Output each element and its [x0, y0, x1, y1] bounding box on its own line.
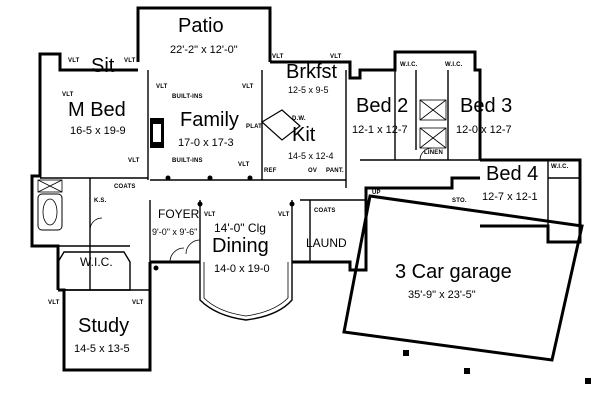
fireplace-opening — [153, 124, 161, 142]
dw-note: D.W. — [292, 116, 306, 122]
dining-dims: 14-0 x 19-0 — [214, 263, 270, 275]
pant-note: PANT. — [326, 168, 344, 174]
mbed-dims: 16-5 x 19-9 — [70, 125, 126, 137]
bed2-dims: 12-1 x 12-7 — [352, 124, 408, 136]
mbed-label: M Bed — [68, 99, 126, 121]
study-label: Study — [78, 315, 130, 337]
built-ins-note-2: BUILT-INS — [172, 158, 203, 164]
columns — [153, 175, 295, 271]
patio-label: Patio — [178, 15, 224, 37]
sit-label: Sit — [91, 55, 115, 77]
vlt-note-13: VLT — [132, 300, 144, 306]
vlt-note-3: VLT — [62, 92, 74, 98]
foyer-label: FOYER — [158, 207, 200, 221]
kit-dims: 14-5 x 12-4 — [288, 151, 334, 161]
bathtub — [37, 193, 63, 231]
bed3-label: Bed 3 — [460, 95, 513, 117]
garage-dims: 35'-9" x 23'-5" — [408, 289, 476, 301]
bathtub-basin — [42, 198, 58, 226]
kit-label: Kit — [292, 124, 316, 146]
bed3-dims: 12-0 x 12-7 — [456, 124, 512, 136]
dining-ceiling: 14'-0" Clg — [214, 221, 266, 235]
ref-note: REF — [264, 168, 277, 174]
brkfst-dims: 12-5 x 9-5 — [288, 85, 329, 95]
vlt-note-4: VLT — [128, 158, 140, 164]
wic-note-bed2: W.I.C. — [400, 62, 418, 68]
built-ins-note-1: BUILT-INS — [172, 94, 203, 100]
wic-note-bed3: W.I.C. — [445, 62, 463, 68]
ov-note: OV — [308, 168, 318, 174]
vlt-note-5: VLT — [156, 84, 168, 90]
master-wic-label: W.I.C. — [80, 255, 113, 269]
laund-label: LAUND — [306, 236, 347, 250]
vlt-note-7: VLT — [238, 162, 250, 168]
garage-walls — [342, 194, 584, 362]
vlt-note-12: VLT — [48, 300, 60, 306]
cabinets — [37, 99, 447, 193]
coats-note-2: COATS — [314, 208, 336, 214]
bed4-dims: 12-7 x 12-1 — [482, 191, 538, 203]
patio-dims: 22'-2" x 12'-0" — [170, 44, 238, 56]
study-dims: 14-5 x 13-5 — [74, 343, 130, 355]
vlt-note-9: VLT — [330, 54, 342, 60]
garage-columns — [403, 350, 591, 384]
sto-note: STO. — [452, 198, 467, 204]
garage-label: 3 Car garage — [395, 261, 512, 283]
wic-note-bed4: W.I.C. — [551, 164, 569, 170]
bed2-label: Bed 2 — [356, 95, 409, 117]
kitchen-island — [260, 109, 301, 141]
family-label: Family — [180, 109, 239, 131]
linen-note: LINEN — [424, 150, 443, 156]
plat-note: PLAT — [246, 124, 263, 130]
vlt-note-2: VLT — [124, 58, 136, 64]
brkfst-label: Brkfst — [286, 61, 338, 83]
vlt-note-6: VLT — [242, 84, 254, 90]
up-note: UP — [372, 190, 381, 196]
vlt-note-8: VLT — [272, 54, 284, 60]
dining-label: Dining — [212, 235, 269, 257]
bed4-label: Bed 4 — [486, 163, 539, 185]
vlt-note-10: VLT — [204, 212, 216, 218]
ks-note: K.S. — [94, 198, 107, 204]
vlt-note-1: VLT — [68, 58, 80, 64]
family-dims: 17-0 x 17-3 — [178, 137, 234, 149]
coats-note-1: COATS — [114, 184, 136, 190]
vlt-note-11: VLT — [278, 212, 290, 218]
foyer-dims: 9'-0" x 9'-6" — [152, 227, 198, 237]
